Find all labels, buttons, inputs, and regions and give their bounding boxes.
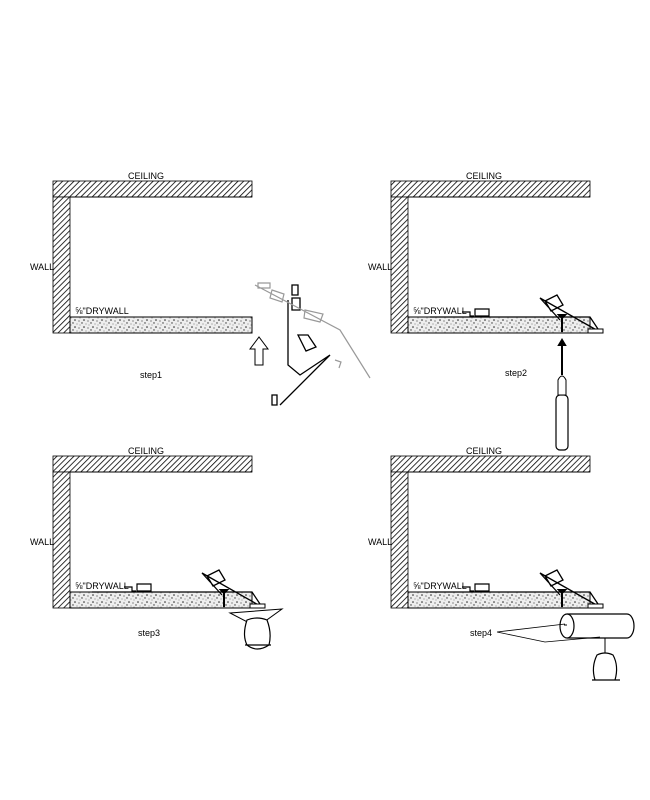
ceiling-hatch <box>390 180 591 198</box>
hand-icon <box>243 617 271 650</box>
wall-label: WALL <box>368 537 392 547</box>
drywall-label: ⅝"DRYWALL <box>413 581 467 591</box>
wall-label: WALL <box>30 262 54 272</box>
step1-illustration <box>249 282 371 406</box>
wall-hatch <box>52 471 71 609</box>
trim-clip <box>92 583 152 593</box>
ceiling-hatch <box>52 180 253 198</box>
wall-label: WALL <box>30 537 54 547</box>
ceiling-label: CEILING <box>128 446 164 456</box>
ceiling-hatch <box>390 455 591 473</box>
wall-hatch <box>390 196 409 334</box>
ceiling-label: CEILING <box>466 446 502 456</box>
trim-clip <box>430 583 490 593</box>
drywall-label: ⅝"DRYWALL <box>75 306 129 316</box>
paint-roller <box>567 613 635 639</box>
step-label: step1 <box>140 370 162 380</box>
screwdriver-collar <box>557 375 567 396</box>
panel-step4: CEILING WALL ⅝"DRYWALL <box>368 446 591 609</box>
up-arrow-icon <box>249 336 269 366</box>
step-label: step3 <box>138 628 160 638</box>
ceiling-label: CEILING <box>128 171 164 181</box>
screwdriver-handle <box>555 394 569 451</box>
panel-step2: CEILING WALL ⅝"DRYWALL <box>368 171 591 334</box>
wall-label: WALL <box>368 262 392 272</box>
step-label: step2 <box>505 368 527 378</box>
screwdriver-shaft <box>557 338 567 375</box>
trim-profile-ghost <box>254 282 371 379</box>
roller-end <box>559 613 575 639</box>
drywall-label: ⅝"DRYWALL <box>75 581 129 591</box>
step2-illustration <box>430 294 604 451</box>
drywall-label: ⅝"DRYWALL <box>413 306 467 316</box>
ceiling-label: CEILING <box>466 171 502 181</box>
panel-step3: CEILING WALL ⅝"DRYWALL <box>30 446 253 609</box>
ceiling-hatch <box>52 455 253 473</box>
wall-hatch <box>390 471 409 609</box>
step-label: step4 <box>470 628 492 638</box>
step4-illustration <box>430 569 635 681</box>
trim-profile <box>271 284 331 406</box>
step3-illustration <box>92 569 284 650</box>
leader-lines <box>496 623 601 643</box>
screw <box>556 589 568 607</box>
trim-clip <box>430 308 490 318</box>
screw <box>556 314 568 332</box>
trim-flange <box>587 603 604 609</box>
drywall <box>69 316 253 334</box>
trim-flange <box>587 328 604 334</box>
wall-hatch <box>52 196 71 334</box>
trim-flange <box>249 603 266 609</box>
panel-step1: CEILING WALL ⅝"DRYWALL <box>30 171 253 334</box>
screw <box>218 589 230 607</box>
hand-icon <box>592 652 620 681</box>
